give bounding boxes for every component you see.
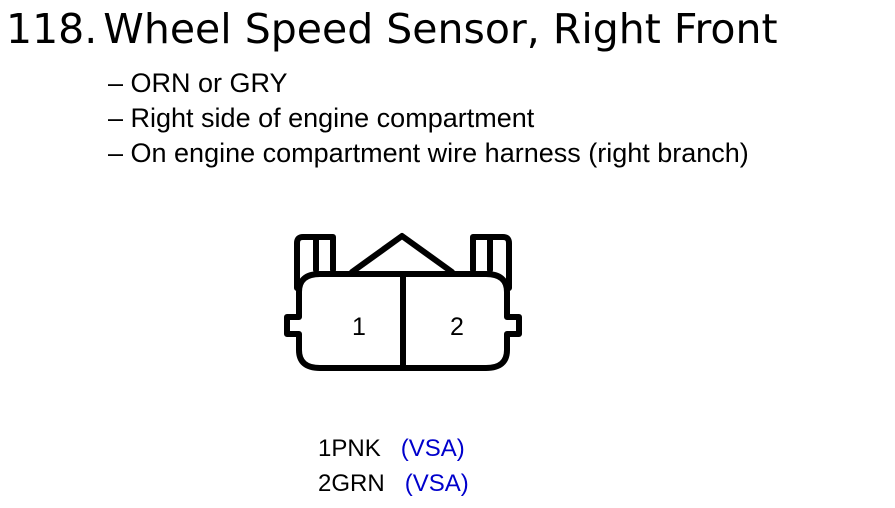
left-latch <box>294 234 336 291</box>
component-name: Wheel Speed Sensor, Right Front <box>103 5 778 53</box>
wire-color: GRN <box>331 470 385 497</box>
wire-circuit: (VSA) <box>404 470 469 497</box>
wire-row: 2GRN (VSA) <box>318 466 469 501</box>
right-latch <box>470 234 512 291</box>
location-details: – ORN or GRY – Right side of engine comp… <box>108 66 749 171</box>
page-title: 118.Wheel Speed Sensor, Right Front <box>6 4 778 54</box>
component-number: 118. <box>6 5 98 53</box>
wire-circuit: (VSA) <box>400 435 465 462</box>
wire-color: PNK <box>331 435 381 462</box>
wire-list: 1PNK (VSA) 2GRN (VSA) <box>318 431 469 501</box>
wire-pin: 2 <box>318 470 332 497</box>
detail-line: – ORN or GRY <box>108 68 288 98</box>
wire-pin: 1 <box>318 435 332 462</box>
connector-roof <box>349 233 455 275</box>
detail-line: – On engine compartment wire harness (ri… <box>108 138 749 168</box>
pin-1-label: 1 <box>352 313 366 341</box>
wire-row: 1PNK (VSA) <box>318 431 469 466</box>
detail-line: – Right side of engine compartment <box>108 103 535 133</box>
pin-2-label: 2 <box>450 313 464 341</box>
